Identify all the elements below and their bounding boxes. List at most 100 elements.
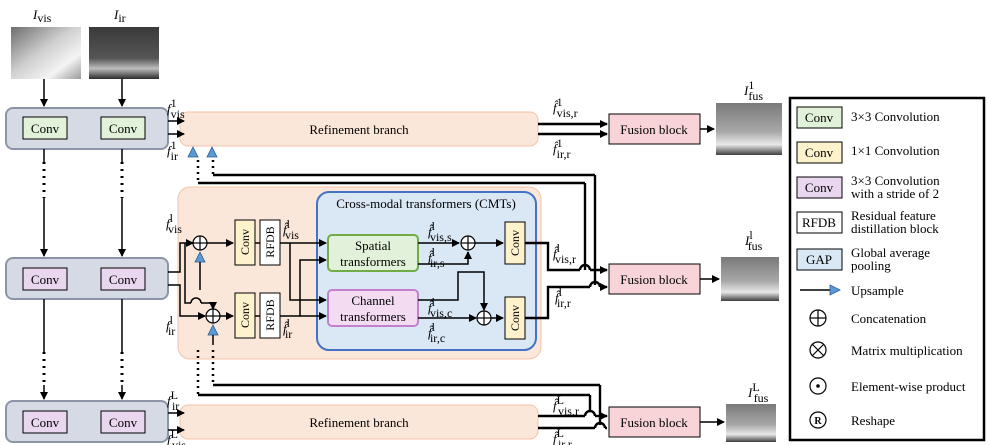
svg-text:Conv: Conv: [109, 272, 138, 287]
legend-gap-swatch: [796, 248, 843, 271]
svg-text:Conv: Conv: [238, 229, 252, 255]
svg-text:Conv: Conv: [31, 415, 60, 430]
legend-matmul-text: Matrix multiplication: [851, 343, 963, 358]
fused-image-1: [716, 103, 782, 155]
legend-conv-stride-swatch: [796, 176, 843, 199]
svg-text:Conv: Conv: [508, 230, 522, 256]
legend-conv3-swatch: [796, 106, 843, 129]
reshape-icon: R: [809, 411, 827, 429]
legend-rfdb-swatch: [796, 211, 843, 234]
visible-image: [11, 27, 81, 79]
svg-text:transformers: transformers: [340, 254, 406, 269]
conv-box: [100, 116, 146, 140]
refinement-branch-1: [179, 111, 539, 147]
upsample-icon: [206, 146, 218, 158]
upsample-icon: [187, 146, 199, 158]
input-ir-label: Iir: [113, 7, 126, 25]
concat-vis: [192, 235, 208, 251]
legend-rfdb-text-1: Residual feature: [851, 208, 936, 223]
svg-text:RFDB: RFDB: [263, 226, 277, 257]
conv-stride-box: [22, 410, 68, 434]
svg-text:Conv: Conv: [508, 305, 522, 331]
legend-rfdb-text-2: distillation block: [851, 221, 939, 236]
legend-conv1-text: 1×1 Convolution: [851, 143, 940, 158]
fused-image-l: [721, 257, 779, 301]
legend-concat-text: Concatenation: [851, 311, 927, 326]
conv-stride-box: [100, 267, 146, 291]
svg-text:Conv: Conv: [109, 415, 138, 430]
conv-stride-box: [100, 410, 146, 434]
legend-gap-text-1: Global average: [851, 245, 930, 260]
refinement-branch-L: [179, 404, 539, 440]
fused-image-L: [726, 404, 776, 442]
svg-text:Conv: Conv: [31, 121, 60, 136]
legend-reshape-text: Reshape: [851, 413, 895, 428]
conv-box: [22, 116, 68, 140]
legend: Conv 3×3 Convolution Conv 1×1 Convolutio…: [788, 96, 986, 442]
svg-text:GAP: GAP: [806, 252, 832, 267]
concat-channel: [476, 310, 492, 326]
refinement-label-L: Refinement branch: [309, 415, 409, 430]
concat-spatial: [460, 235, 476, 251]
fusion-block-L: [608, 406, 701, 438]
legend-conv-stride-text-2: with a stride of 2: [851, 186, 939, 201]
input-vis-label: Ivis: [32, 7, 52, 25]
legend-conv-stride-text-1: 3×3 Convolution: [851, 173, 940, 188]
svg-text:RFDB: RFDB: [802, 215, 836, 230]
svg-text:Conv: Conv: [31, 272, 60, 287]
svg-text:Fusion block: Fusion block: [620, 415, 688, 430]
spatial-transformers: [327, 234, 419, 272]
svg-text:R: R: [814, 416, 822, 427]
svg-text:Conv: Conv: [805, 145, 834, 160]
refinement-label-1: Refinement branch: [309, 122, 409, 137]
legend-conv1-swatch: [796, 141, 843, 164]
svg-text:RFDB: RFDB: [263, 299, 277, 330]
input-infrared: Iir: [89, 7, 159, 79]
legend-elem-text: Element-wise product: [851, 379, 966, 394]
svg-text:Conv: Conv: [805, 110, 834, 125]
encoder-level-L: Conv Conv: [5, 400, 169, 443]
svg-text:Channel: Channel: [351, 293, 395, 308]
svg-text:Spatial: Spatial: [355, 238, 391, 253]
concat-ir: [205, 308, 221, 324]
svg-text:Conv: Conv: [238, 302, 252, 328]
fusion-block-1: [608, 113, 701, 145]
legend-conv3-text: 3×3 Convolution: [851, 109, 940, 124]
element-wise-product-icon: [809, 377, 827, 395]
upsample-icon: [829, 284, 841, 296]
encoder-level-1: Conv Conv: [5, 107, 169, 150]
svg-text:Fusion block: Fusion block: [620, 272, 688, 287]
legend-upsample-text: Upsample: [851, 283, 904, 298]
cmt-title: Cross-modal transformers (CMTs): [336, 196, 516, 211]
matrix-multiplication-icon: [809, 341, 827, 359]
legend-gap-text-2: pooling: [851, 258, 891, 273]
conv-stride-box: [22, 267, 68, 291]
fusion-block-l: [608, 263, 701, 295]
concat-icon: [809, 309, 827, 327]
channel-transformers: [327, 289, 419, 327]
input-visible: Ivis: [11, 7, 81, 79]
svg-text:Conv: Conv: [805, 180, 834, 195]
svg-text:Conv: Conv: [109, 121, 138, 136]
